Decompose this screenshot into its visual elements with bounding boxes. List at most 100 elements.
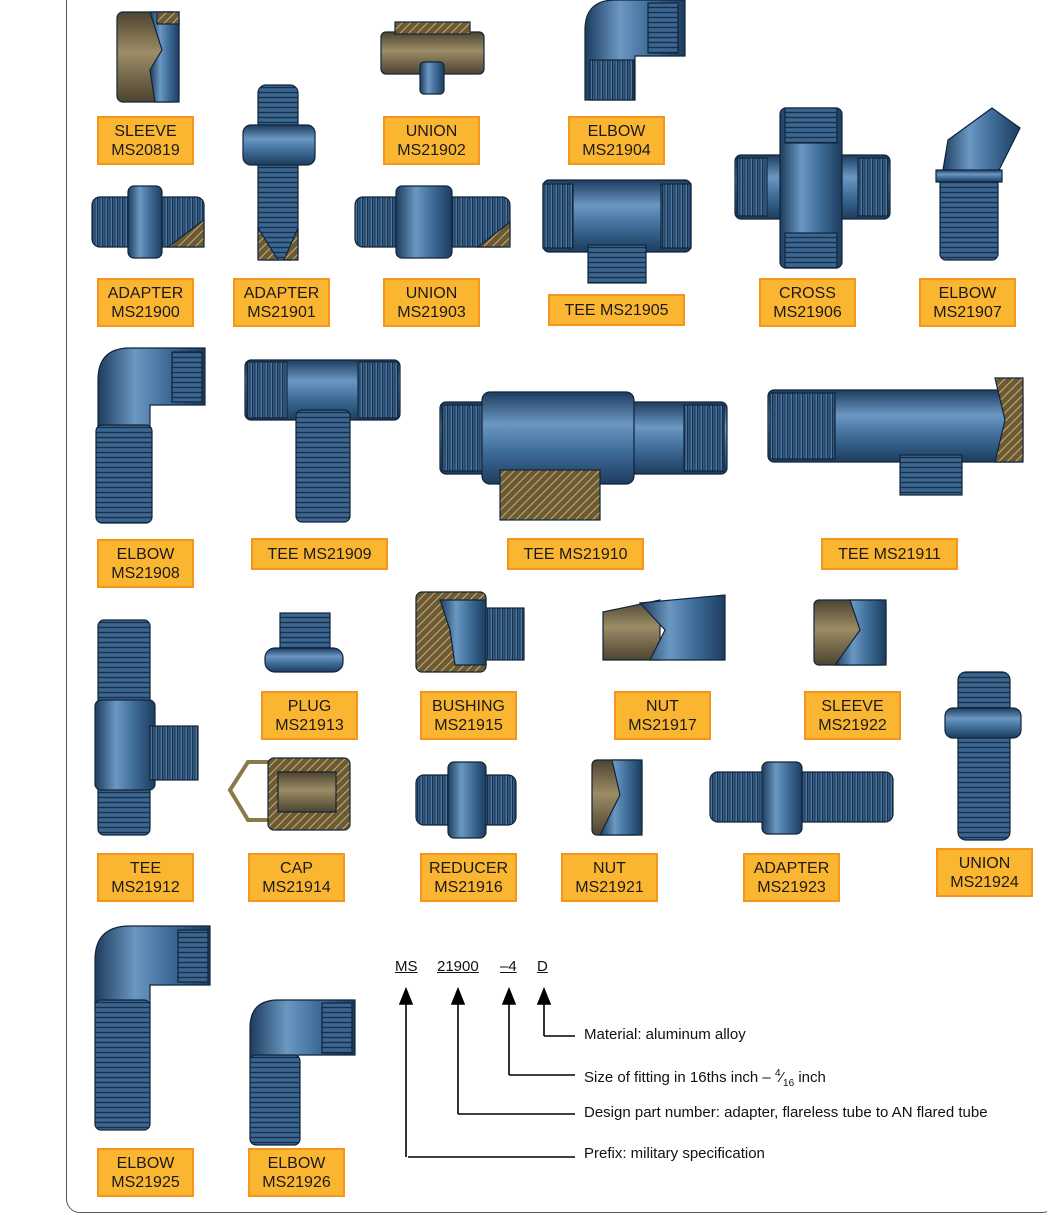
elbow-ms21925-drawing bbox=[94, 925, 211, 1131]
label-text: TEE MS21910 bbox=[523, 545, 628, 563]
legend-size-denominator: 16 bbox=[783, 1078, 795, 1089]
label-name: REDUCER bbox=[428, 859, 509, 877]
label-name: SLEEVE bbox=[114, 122, 177, 140]
union-ms21903-drawing bbox=[354, 185, 511, 259]
nut-ms21917-drawing bbox=[602, 594, 726, 661]
union-ms21902-drawing bbox=[380, 21, 485, 95]
label-name: ADAPTER bbox=[243, 284, 320, 302]
reducer-ms21916-drawing bbox=[415, 761, 517, 839]
sleeve-ms20819-drawing bbox=[116, 11, 180, 103]
legend-design: Design part number: adapter, flareless t… bbox=[584, 1104, 988, 1121]
label-sleeve-ms21922: SLEEVE MS21922 bbox=[804, 691, 901, 740]
label-adapter-ms21923: ADAPTER MS21923 bbox=[743, 853, 840, 902]
label-name: PLUG bbox=[287, 697, 332, 715]
adapter-ms21900-drawing bbox=[91, 185, 205, 259]
tee-ms21909-drawing bbox=[244, 359, 401, 523]
legend-size-numerator: 4 bbox=[774, 1068, 781, 1079]
label-tee-ms21910: TEE MS21910 bbox=[507, 538, 644, 570]
code-size: –4 bbox=[500, 958, 517, 975]
code-design: 21900 bbox=[437, 958, 479, 975]
label-union-ms21924: UNION MS21924 bbox=[936, 848, 1033, 897]
tee-ms21911-drawing bbox=[767, 377, 1024, 496]
label-nut-ms21921: NUT MS21921 bbox=[561, 853, 658, 902]
label-elbow-ms21926: ELBOW MS21926 bbox=[248, 1148, 345, 1197]
label-elbow-ms21908: ELBOW MS21908 bbox=[97, 539, 194, 588]
label-bushing-ms21915: BUSHING MS21915 bbox=[420, 691, 517, 740]
label-part: MS21901 bbox=[247, 303, 316, 321]
label-part: MS20819 bbox=[111, 141, 180, 159]
tee-ms21912-drawing bbox=[94, 619, 199, 836]
label-name: UNION bbox=[405, 284, 458, 302]
label-name: ELBOW bbox=[116, 545, 175, 563]
label-name: BUSHING bbox=[432, 697, 505, 715]
elbow-ms21908-drawing bbox=[95, 347, 206, 524]
label-part: MS21922 bbox=[818, 716, 887, 734]
union-ms21924-drawing bbox=[944, 671, 1022, 841]
label-part: MS21903 bbox=[397, 303, 466, 321]
label-part: MS21916 bbox=[434, 878, 503, 896]
label-reducer-ms21916: REDUCER MS21916 bbox=[420, 853, 517, 902]
legend-size-text: Size of fitting in 16ths inch – bbox=[584, 1069, 775, 1086]
label-part: MS21917 bbox=[628, 716, 697, 734]
label-elbow-ms21925: ELBOW MS21925 bbox=[97, 1148, 194, 1197]
label-part: MS21912 bbox=[111, 878, 180, 896]
label-name: ADAPTER bbox=[107, 284, 184, 302]
label-elbow-ms21904: ELBOW MS21904 bbox=[568, 116, 665, 165]
code-material: D bbox=[537, 958, 548, 975]
label-part: MS21908 bbox=[111, 564, 180, 582]
figure-frame bbox=[66, 0, 1047, 1213]
label-part: MS21921 bbox=[575, 878, 644, 896]
elbow-ms21907-drawing bbox=[935, 107, 1021, 261]
adapter-ms21901-drawing bbox=[242, 84, 316, 261]
label-part: MS21907 bbox=[933, 303, 1002, 321]
label-nut-ms21917: NUT MS21917 bbox=[614, 691, 711, 740]
label-name: CAP bbox=[280, 859, 313, 877]
label-part: MS21913 bbox=[275, 716, 344, 734]
label-tee-ms21911: TEE MS21911 bbox=[821, 538, 958, 570]
label-name: SLEEVE bbox=[821, 697, 884, 715]
label-text: TEE MS21909 bbox=[267, 545, 372, 563]
label-name: TEE bbox=[129, 859, 162, 877]
label-name: ELBOW bbox=[116, 1154, 175, 1172]
label-part: MS21904 bbox=[582, 141, 651, 159]
label-name: ADAPTER bbox=[753, 859, 830, 877]
label-name: UNION bbox=[958, 854, 1011, 872]
label-name: ELBOW bbox=[938, 284, 997, 302]
label-name: NUT bbox=[646, 697, 679, 715]
bushing-ms21915-drawing bbox=[415, 591, 525, 673]
label-name: ELBOW bbox=[267, 1154, 326, 1172]
label-elbow-ms21907: ELBOW MS21907 bbox=[919, 278, 1016, 327]
legend-size-unit: inch bbox=[794, 1069, 826, 1086]
label-name: NUT bbox=[593, 859, 626, 877]
label-cross-ms21906: CROSS MS21906 bbox=[759, 278, 856, 327]
label-part: MS21902 bbox=[397, 141, 466, 159]
sleeve-ms21922-drawing bbox=[813, 599, 887, 666]
label-part: MS21914 bbox=[262, 878, 331, 896]
cap-ms21914-drawing bbox=[227, 757, 351, 831]
elbow-ms21926-drawing bbox=[249, 999, 356, 1146]
nut-ms21921-drawing bbox=[591, 759, 643, 836]
label-name: CROSS bbox=[779, 284, 836, 302]
label-text: TEE MS21905 bbox=[564, 301, 669, 319]
adapter-ms21923-drawing bbox=[709, 761, 894, 835]
legend-material: Material: aluminum alloy bbox=[584, 1026, 746, 1043]
label-name: ELBOW bbox=[587, 122, 646, 140]
label-name: UNION bbox=[405, 122, 458, 140]
label-union-ms21903: UNION MS21903 bbox=[383, 278, 480, 327]
label-sleeve-ms20819: SLEEVE MS20819 bbox=[97, 116, 194, 165]
label-part: MS21900 bbox=[111, 303, 180, 321]
label-tee-ms21909: TEE MS21909 bbox=[251, 538, 388, 570]
legend-prefix: Prefix: military specification bbox=[584, 1145, 765, 1162]
tee-ms21910-drawing bbox=[439, 391, 728, 521]
label-tee-ms21905: TEE MS21905 bbox=[548, 294, 685, 326]
label-adapter-ms21900: ADAPTER MS21900 bbox=[97, 278, 194, 327]
label-part: MS21925 bbox=[111, 1173, 180, 1191]
plug-ms21913-drawing bbox=[264, 612, 344, 673]
code-prefix: MS bbox=[395, 958, 418, 975]
label-part: MS21906 bbox=[773, 303, 842, 321]
cross-ms21906-drawing bbox=[734, 107, 891, 269]
label-cap-ms21914: CAP MS21914 bbox=[248, 853, 345, 902]
label-part: MS21923 bbox=[757, 878, 826, 896]
elbow-ms21904-drawing bbox=[584, 0, 686, 101]
label-part: MS21926 bbox=[262, 1173, 331, 1191]
